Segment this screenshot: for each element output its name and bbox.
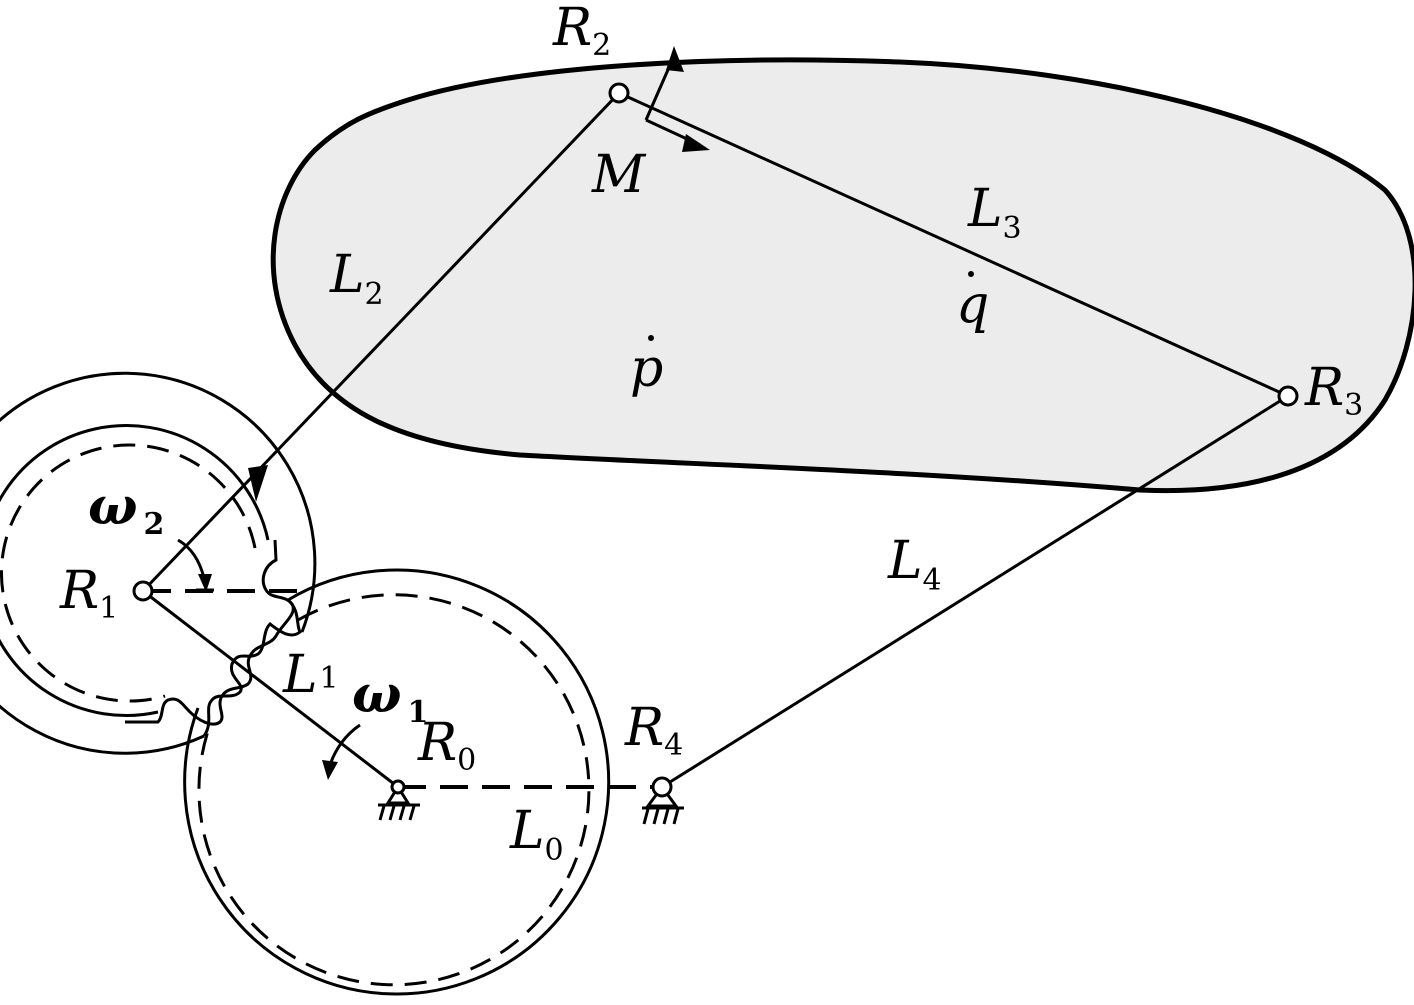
joint-R2 xyxy=(608,82,630,104)
joint-R1 xyxy=(132,580,154,602)
link-L3 xyxy=(618,91,1289,398)
label-R1: R1 xyxy=(59,561,118,626)
arrow-L2-head xyxy=(248,465,268,502)
label-R3: R3 xyxy=(1304,358,1363,423)
link-L2 xyxy=(141,91,621,593)
label-q: q xyxy=(956,275,989,335)
small-gear xyxy=(0,424,295,726)
link-L4 xyxy=(661,394,1289,789)
omega2-arrow xyxy=(177,538,214,592)
frame-M-arrow-up xyxy=(666,46,684,72)
label-p: p xyxy=(630,339,663,399)
label-L3: L3 xyxy=(967,179,1022,246)
point-q-dot xyxy=(968,271,974,277)
label-M: M xyxy=(591,145,647,205)
label-R0: R0 xyxy=(417,713,476,778)
joint-R4 xyxy=(651,776,673,798)
label-R2: R2 xyxy=(552,0,611,63)
ground-support-R0 xyxy=(378,784,420,821)
label-L0: L0 xyxy=(509,801,564,868)
label-L4: L4 xyxy=(887,531,942,598)
joint-R0 xyxy=(390,779,406,795)
label-L2: L2 xyxy=(329,245,384,312)
link-L1 xyxy=(142,589,399,789)
point-p-dot xyxy=(648,335,654,341)
links xyxy=(141,91,1289,789)
rigid-body xyxy=(270,57,1414,494)
label-L1: L1 xyxy=(282,645,339,705)
frame-M-arrow-right xyxy=(682,134,710,152)
big-gear xyxy=(0,371,611,996)
omega1-arrow xyxy=(322,723,361,780)
joint-R3 xyxy=(1277,385,1299,407)
ground-support-R4 xyxy=(642,784,684,825)
label-R4: R4 xyxy=(624,698,683,763)
